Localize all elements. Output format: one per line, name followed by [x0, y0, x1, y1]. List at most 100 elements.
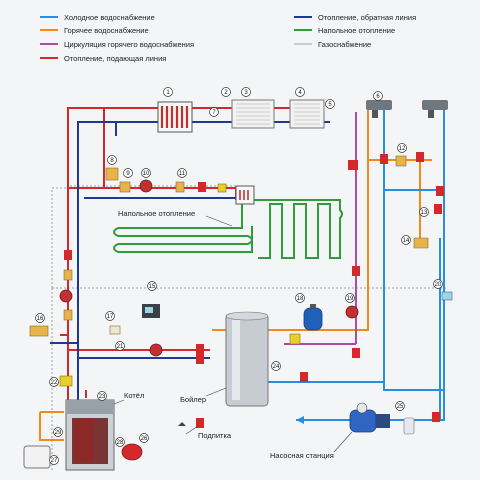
marker-29: 29 [53, 427, 63, 437]
svg-text:14: 14 [403, 238, 410, 244]
pressure-gauge-12 [395, 155, 407, 167]
marker-20: 20 [433, 279, 443, 289]
marker-3: 3 [241, 87, 251, 97]
expansion-vessel-28 [121, 443, 143, 461]
svg-text:24: 24 [273, 364, 280, 370]
marker-7: 7 [209, 107, 219, 117]
svg-text:28: 28 [117, 440, 124, 446]
valves [59, 152, 444, 428]
mixer-tap-7 [422, 100, 448, 118]
station-label-leader [333, 431, 353, 453]
svg-text:21: 21 [117, 344, 124, 350]
legend-label-circulation: Циркуляция горячего водоснабжения [64, 40, 194, 49]
svg-text:3: 3 [244, 90, 248, 96]
marker-16: 16 [35, 313, 45, 323]
marker-24: 24 [271, 361, 281, 371]
mixer-tap-6 [366, 100, 392, 118]
svg-text:29: 29 [55, 430, 62, 436]
heater-label-leader [205, 387, 227, 397]
legend-label-gas: Газоснабжение [318, 40, 371, 49]
svg-text:11: 11 [179, 171, 186, 177]
svg-text:12: 12 [399, 146, 406, 152]
legend: Холодное водоснабжение Горячее водоснабж… [40, 13, 416, 63]
legend-label-supply: Отопление, подающая линия [64, 54, 166, 63]
svg-text:9: 9 [126, 171, 130, 177]
svg-text:20: 20 [435, 282, 442, 288]
heating-return-lines [50, 121, 330, 400]
cold-inlet-arrow-icon [296, 416, 304, 424]
room-thermostat-15 [142, 304, 160, 318]
expansion-tank-19 [303, 304, 323, 331]
hot-water-mixer-14 [413, 237, 429, 249]
svg-text:25: 25 [397, 404, 404, 410]
svg-text:17: 17 [107, 314, 114, 320]
marker-22: 22 [49, 377, 59, 387]
svg-text:1: 1 [166, 90, 170, 96]
marker-23: 23 [97, 391, 107, 401]
marker-4: 4 [295, 87, 305, 97]
radiator-1 [157, 101, 193, 133]
marker-11: 11 [177, 168, 187, 178]
pumps [59, 179, 359, 357]
label-boiler-unit: Котёл [124, 391, 144, 400]
svg-text:15: 15 [149, 284, 156, 290]
svg-text:6: 6 [376, 94, 380, 100]
label-floor-heating: Напольное отопление [118, 209, 195, 218]
radiator-4 [289, 99, 325, 129]
label-water-heater: Бойлер [180, 395, 206, 404]
svg-text:13: 13 [421, 210, 428, 216]
pump-station-unit [349, 402, 390, 433]
marker-5: 5 [325, 99, 335, 109]
boiler-label-leader [113, 399, 125, 405]
label-pump-station: Насосная станция [270, 451, 334, 460]
svg-text:7: 7 [212, 110, 216, 116]
supply-label-leader [185, 425, 199, 435]
sensor-20 [441, 291, 453, 301]
filter-25 [403, 417, 415, 435]
valve-13 [434, 204, 442, 214]
svg-text:19: 19 [347, 296, 354, 302]
legend-label-floor: Напольное отопление [318, 26, 395, 35]
svg-text:10: 10 [143, 171, 150, 177]
marker-8: 8 [107, 155, 117, 165]
marker-18: 18 [295, 293, 305, 303]
svg-text:16: 16 [37, 316, 44, 322]
sensor-17 [109, 325, 121, 335]
marker-13: 13 [419, 207, 429, 217]
cold-water-lines [266, 108, 445, 421]
marker-14: 14 [401, 235, 411, 245]
svg-text:26: 26 [141, 436, 148, 442]
marker-27: 27 [49, 455, 59, 465]
svg-text:4: 4 [298, 90, 302, 96]
marker-17: 17 [105, 311, 115, 321]
legend-label-return: Отопление, обратная линия [318, 13, 416, 22]
marker-25: 25 [395, 401, 405, 411]
number-markers: 1 2 3 4 5 6 7 8 9 10 11 12 13 14 15 16 1… [35, 87, 443, 465]
svg-text:23: 23 [99, 394, 106, 400]
marker-1: 1 [163, 87, 173, 97]
svg-text:22: 22 [51, 380, 58, 386]
marker-26: 26 [139, 433, 149, 443]
legend-label-hot: Горячее водоснабжение [64, 26, 149, 35]
supply-arrow-icon [178, 422, 186, 426]
floor-heating-coils [113, 199, 343, 259]
marker-2: 2 [221, 87, 231, 97]
marker-21: 21 [115, 341, 125, 351]
marker-6: 6 [373, 91, 383, 101]
marker-10: 10 [141, 168, 151, 178]
svg-text:5: 5 [328, 102, 332, 108]
gas-boiler [65, 399, 115, 471]
water-heater-tank [225, 311, 269, 407]
floor-label-leader [205, 215, 233, 227]
radiator-3 [231, 99, 275, 129]
marker-19: 19 [345, 293, 355, 303]
svg-text:2: 2 [224, 90, 228, 96]
svg-text:18: 18 [297, 296, 304, 302]
gas-meter-27 [23, 445, 51, 469]
svg-text:8: 8 [110, 158, 114, 164]
floor-manifold-18 [235, 185, 255, 205]
marker-28: 28 [115, 437, 125, 447]
svg-text:27: 27 [51, 458, 58, 464]
